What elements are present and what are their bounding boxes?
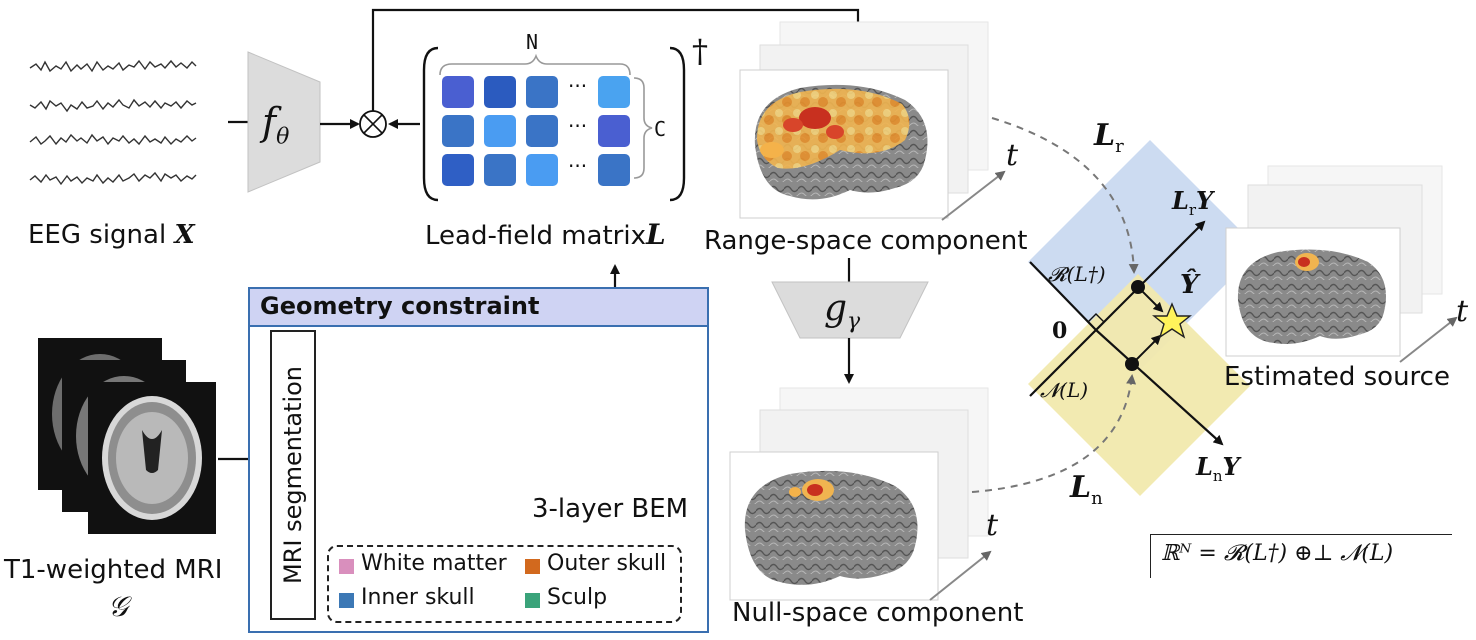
arrow-null-point-to-star [1131, 334, 1162, 365]
matrix-cell [442, 115, 474, 147]
decomposition-formula: ℝᴺ = 𝓡(L†) ⊕⊥ 𝓝(L) [1161, 541, 1394, 566]
f-theta-label: fθ [262, 100, 290, 150]
matrix-cells [442, 76, 630, 186]
legend-label-white-matter: White matter [361, 551, 507, 576]
geometry-constraint-header: Geometry constraint [250, 289, 707, 327]
estimate-star-icon [1152, 302, 1192, 339]
t1-mri-label: T1-weighted MRI [4, 555, 223, 585]
eeg-wave-4 [29, 171, 197, 186]
null-time-arrow [929, 550, 992, 601]
Ln-label: Ln [1070, 470, 1103, 509]
eeg-wave-3 [29, 133, 197, 146]
matrix-c-brace [633, 77, 653, 179]
matrix-dots-row-3: ··· [568, 154, 588, 178]
legend-label-outer-skull: Outer skull [547, 551, 667, 576]
estimated-time-label: t [1456, 294, 1469, 329]
null-time-label: t [986, 508, 999, 543]
right-angle-marker [1087, 313, 1105, 331]
legend-label-inner-skull: Inner skull [361, 585, 475, 610]
matrix-c-label: C [654, 117, 667, 141]
t1-mri-symbol: 𝒢 [108, 590, 128, 623]
Lr-label: Lr [1094, 118, 1124, 157]
origin-label: 0 [1052, 318, 1068, 344]
multiply-operator [359, 110, 387, 138]
legend-swatch-white-matter [339, 559, 354, 574]
matrix-cell [598, 115, 630, 147]
eeg-wave-1 [29, 59, 197, 73]
null-space-stack [729, 387, 989, 601]
eeg-waves [29, 59, 197, 186]
geometry-constraint-title: Geometry constraint [260, 292, 540, 320]
matrix-n-label: N [526, 30, 539, 54]
null-operator-label: 𝓝(L) [1040, 378, 1089, 402]
estimated-time-arrow [1399, 316, 1458, 363]
matrix-dagger: † [692, 32, 708, 70]
matrix-dots-row-1: ··· [568, 74, 588, 98]
null-space-label: Null-space component [732, 598, 1024, 628]
LnY-label: LnY [1196, 452, 1240, 485]
range-time-arrow [941, 170, 1006, 221]
matrix-cell [442, 154, 474, 186]
dashed-range-projection [991, 117, 1139, 274]
bem-label: 3-layer BEM [532, 494, 689, 524]
matrix-cell [526, 76, 558, 108]
range-operator-label: 𝓡(L†) [1048, 262, 1106, 286]
estimated-source-label: Estimated source [1224, 362, 1450, 392]
matrix-dots-row-2: ··· [568, 114, 588, 138]
decomposition-formula-box: ℝᴺ = 𝓡(L†) ⊕⊥ 𝓝(L) [1150, 534, 1452, 578]
matrix-cell [442, 76, 474, 108]
range-axis-line [1095, 220, 1206, 331]
matrix-cell [484, 115, 516, 147]
g-gamma-label: gγ [824, 288, 861, 335]
arrow-range-point-to-star [1137, 286, 1164, 313]
mri-segmentation-box: MRI segmentation [270, 330, 316, 620]
range-space-stack [739, 21, 989, 219]
mri-stack [38, 338, 216, 534]
null-axis-tail [1029, 329, 1097, 397]
matrix-cell [484, 76, 516, 108]
eeg-label: EEG signal X [28, 220, 195, 250]
null-axis-line [1095, 329, 1224, 446]
yhat-label: Ŷ [1180, 270, 1199, 300]
legend-swatch-outer-skull [525, 559, 540, 574]
range-time-label: t [1006, 138, 1019, 173]
null-space-region [1028, 274, 1250, 496]
range-space-label: Range-space component [704, 226, 1028, 256]
matrix-cell [598, 154, 630, 186]
legend-swatch-sculp [525, 593, 540, 608]
mri-segmentation-label: MRI segmentation [279, 365, 307, 585]
matrix-n-brace [439, 53, 631, 76]
lead-field-label: Lead-field matrixL [425, 218, 666, 251]
matrix-cell [484, 154, 516, 186]
range-space-region [1028, 140, 1260, 372]
g-gamma-block [771, 281, 929, 339]
f-theta-block [247, 51, 321, 193]
matrix-cell [526, 115, 558, 147]
eeg-wave-2 [29, 98, 197, 113]
dashed-null-projection [971, 374, 1137, 493]
legend-label-sculp: Sculp [547, 585, 608, 610]
tissue-legend: White matter Outer skull Inner skull Scu… [327, 545, 682, 623]
matrix-cell [526, 154, 558, 186]
legend-swatch-inner-skull [339, 593, 354, 608]
estimated-source-stack [1225, 165, 1443, 357]
LrY-label: LrY [1172, 186, 1214, 219]
matrix-left-bracket [422, 46, 439, 202]
matrix-cell [598, 76, 630, 108]
matrix-right-bracket [669, 46, 686, 202]
range-axis-tail [1029, 261, 1097, 331]
